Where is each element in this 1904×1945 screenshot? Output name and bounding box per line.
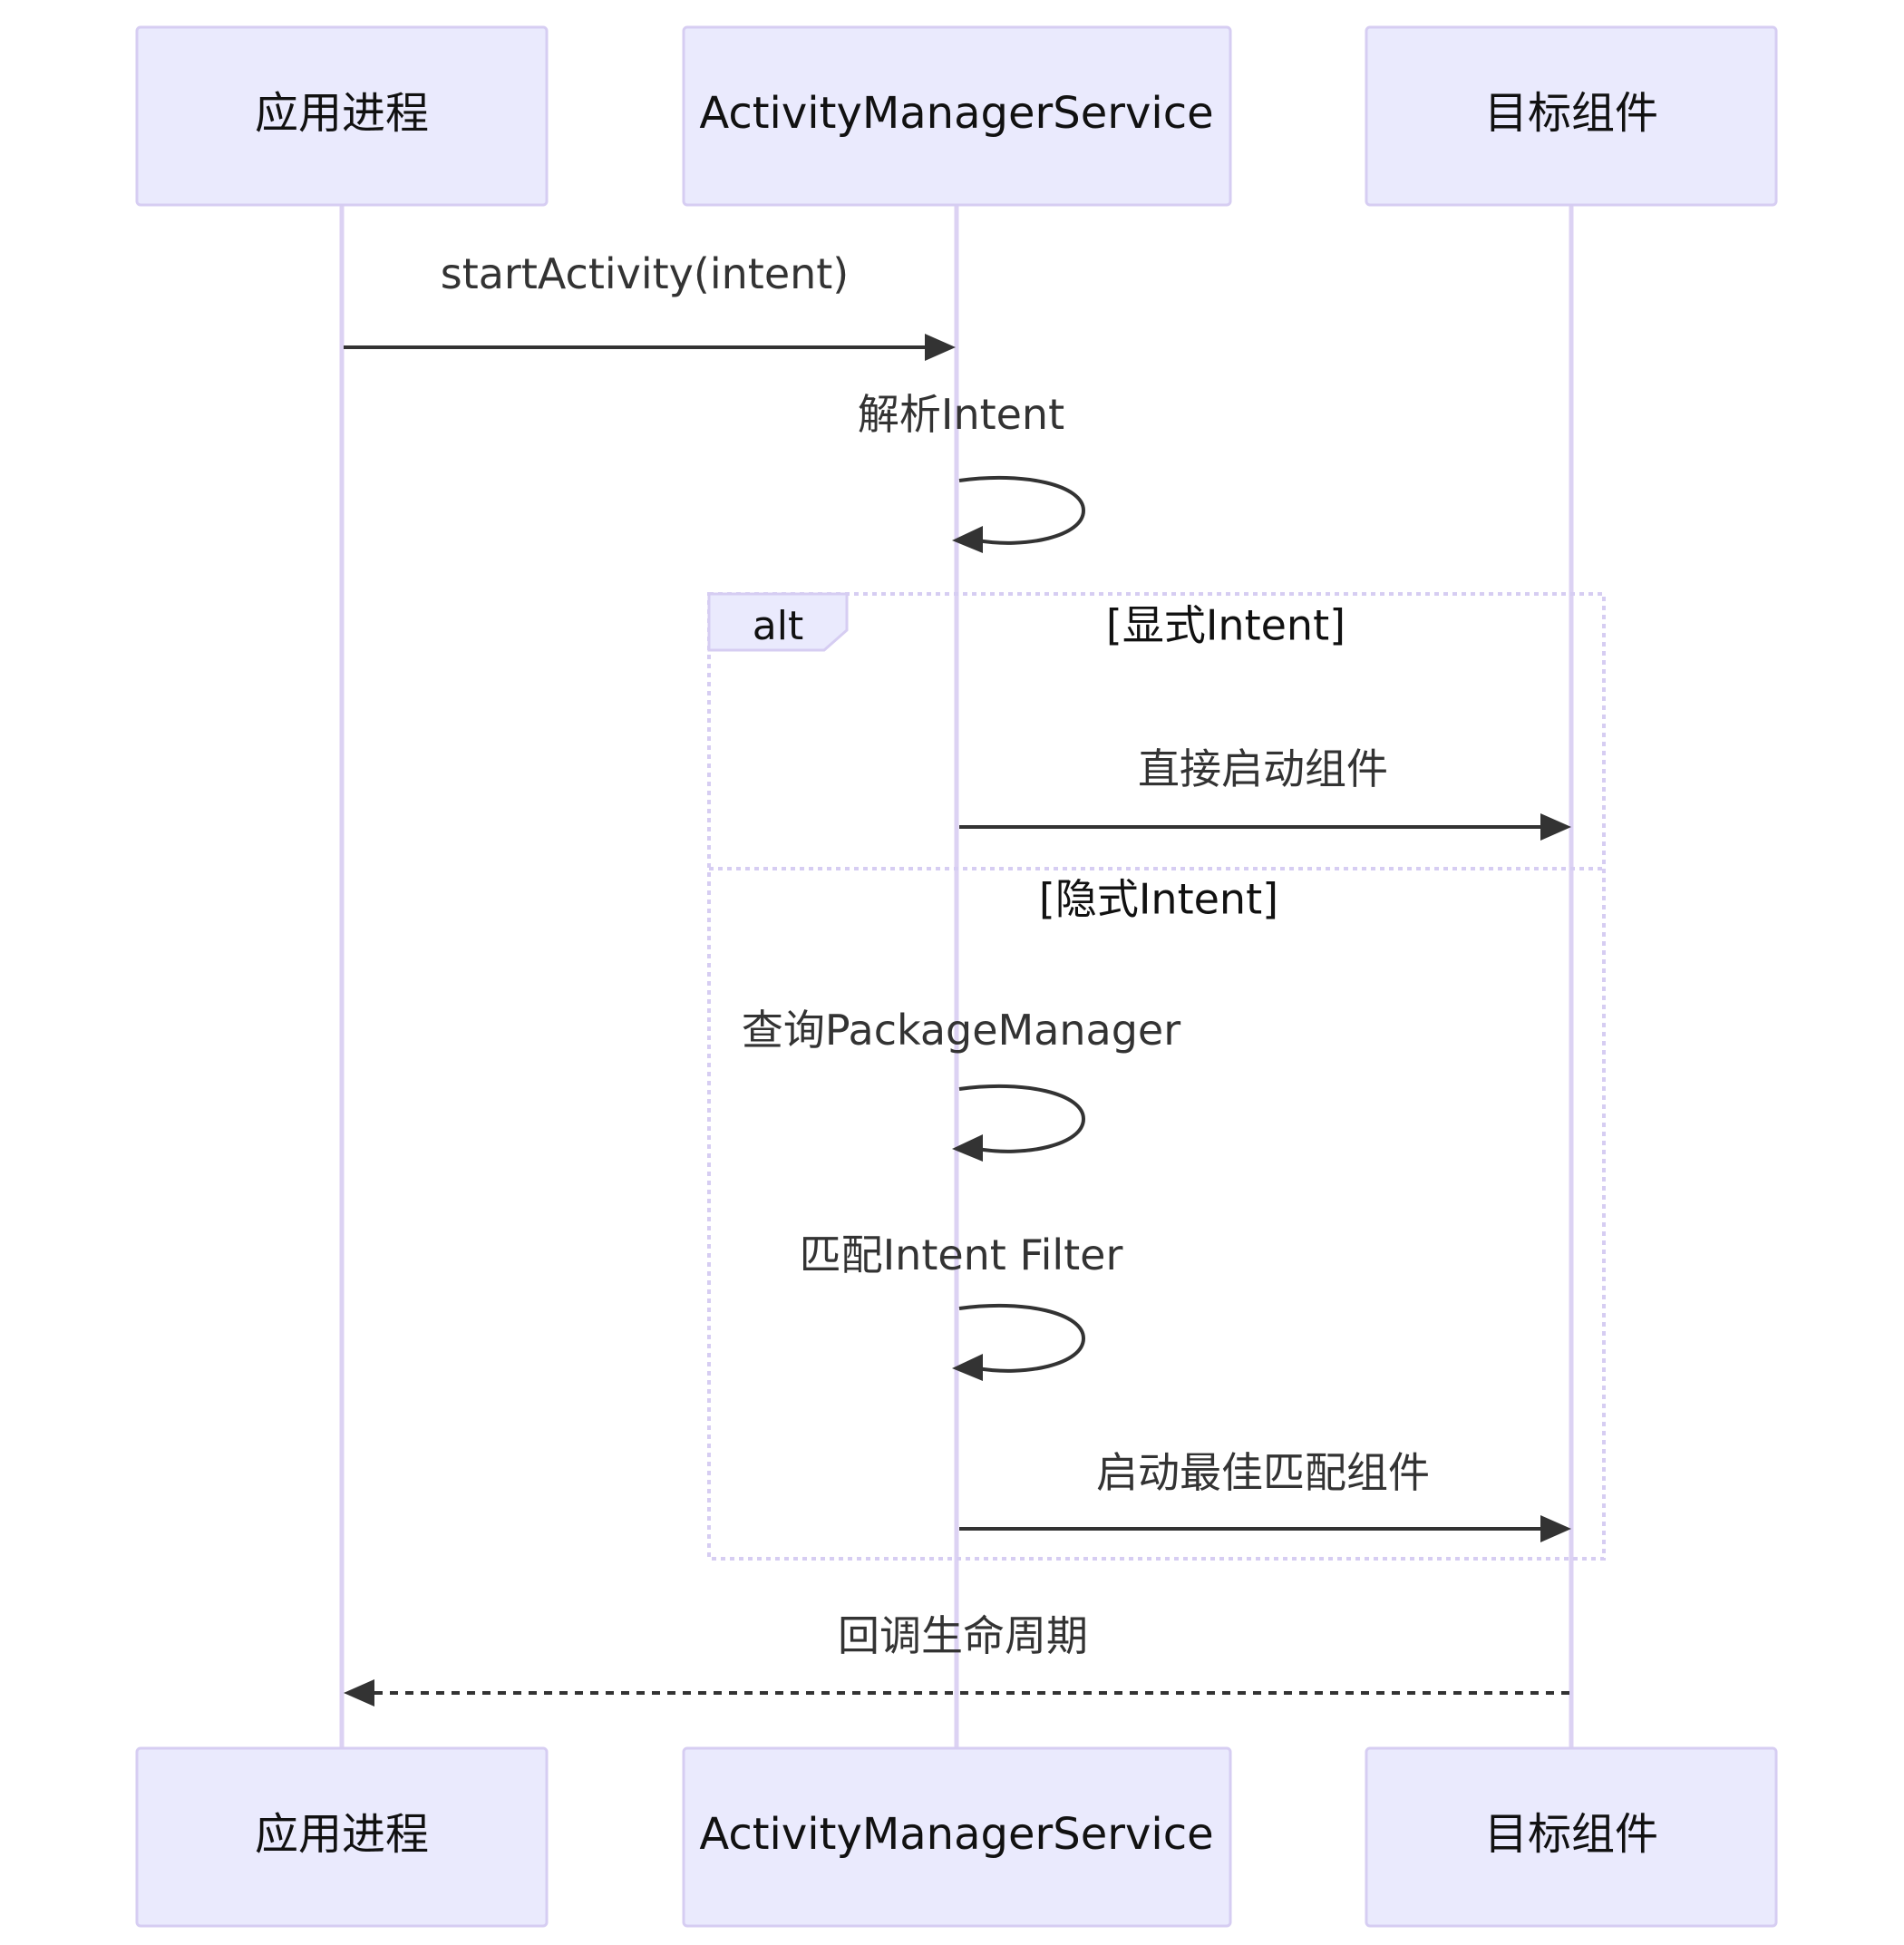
message-direct-start: 直接启动组件	[959, 744, 1571, 841]
actor-top-target-label: 目标组件	[1484, 88, 1658, 139]
message-parse-intent-label: 解析Intent	[858, 390, 1064, 439]
message-match-filter-label: 匹配Intent Filter	[800, 1230, 1123, 1279]
message-parse-intent: 解析Intent	[858, 390, 1086, 553]
message-match-filter: 匹配Intent Filter	[800, 1230, 1123, 1381]
actor-bottom-ams-label: ActivityManagerService	[699, 1809, 1213, 1860]
message-start-activity-label: startActivity(intent)	[441, 249, 850, 298]
alt-frame-keyword: alt	[753, 603, 803, 649]
alt-condition-implicit: [隐式Intent]	[1039, 875, 1278, 924]
actor-top-app: 应用进程	[135, 25, 549, 207]
arrow-head	[952, 1354, 983, 1381]
alt-frame-label-tab	[707, 592, 849, 652]
message-query-pm: 查询PackageManager	[742, 1006, 1180, 1162]
arrow-head	[1540, 1515, 1571, 1542]
actor-bottom-target-label: 目标组件	[1484, 1809, 1658, 1860]
actor-bottom-app-label: 应用进程	[255, 1809, 429, 1860]
arrow-head	[952, 1134, 983, 1162]
alt-condition-explicit: [显式Intent]	[1106, 601, 1345, 650]
message-start-activity: startActivity(intent)	[344, 249, 956, 361]
arrow-head	[925, 334, 956, 361]
message-lifecycle-callback-label: 回调生命周期	[838, 1611, 1088, 1660]
actor-bottom-target: 目标组件	[1365, 1746, 1778, 1928]
actor-bottom-ams: ActivityManagerService	[682, 1746, 1232, 1928]
arrow-head	[344, 1679, 374, 1707]
message-query-pm-label: 查询PackageManager	[742, 1006, 1180, 1055]
alt-frame: alt [显式Intent] [隐式Intent]	[707, 592, 1606, 1561]
actor-top-ams: ActivityManagerService	[682, 25, 1232, 207]
actor-top-target: 目标组件	[1365, 25, 1778, 207]
arrow-head	[952, 526, 983, 553]
message-start-best-match: 启动最佳匹配组件	[959, 1448, 1571, 1542]
actor-bottom-app: 应用进程	[135, 1746, 549, 1928]
actor-top-app-label: 应用进程	[255, 88, 429, 139]
arrow-head	[1540, 813, 1571, 841]
message-direct-start-label: 直接启动组件	[1138, 744, 1388, 793]
actor-top-ams-label: ActivityManagerService	[699, 88, 1213, 139]
message-lifecycle-callback: 回调生命周期	[344, 1611, 1569, 1707]
message-start-best-match-label: 启动最佳匹配组件	[1096, 1448, 1430, 1497]
